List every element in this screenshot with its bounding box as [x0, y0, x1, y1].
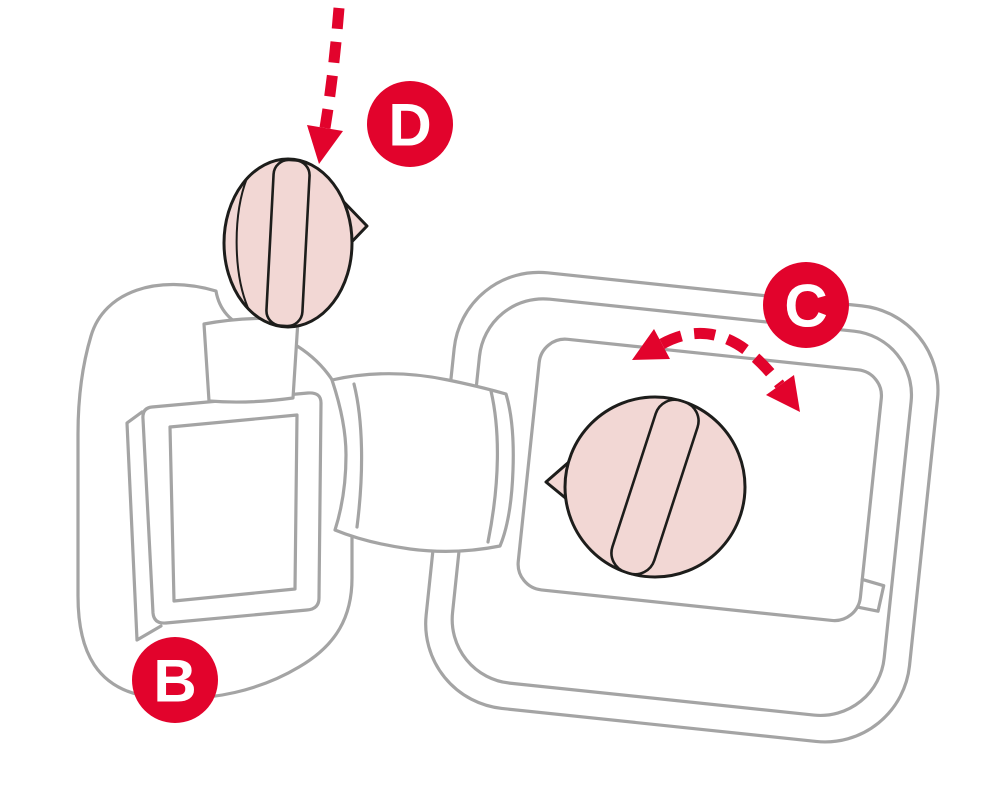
label-badge-c: C: [763, 262, 849, 348]
frame-outer: [141, 391, 323, 625]
strap-outline: [330, 372, 515, 553]
rotate-arrow-head-left: [632, 329, 670, 360]
label-badge-c-letter: C: [784, 273, 827, 340]
top-dial-rim: [235, 177, 249, 309]
rotary-dial-slot: [610, 398, 700, 576]
rotate-arrow-head-right: [766, 375, 800, 412]
rotate-arrow-arc: [659, 327, 785, 389]
label-badge-d: D: [367, 81, 453, 167]
left-bracket: [76, 282, 354, 701]
press-down-arrow: [307, 7, 345, 164]
frame-side-thickness: [125, 410, 163, 642]
top-dial-slot: [265, 158, 311, 328]
housing-notch: [855, 577, 886, 613]
rotate-arrow: [632, 327, 800, 412]
label-badge-d-letter: D: [388, 92, 431, 159]
frame-inner: [168, 413, 299, 603]
rotary-dial: [544, 395, 747, 579]
label-badge-b-circle: [132, 637, 218, 723]
press-down-arrow-head: [307, 125, 343, 164]
mount-tab: [202, 316, 300, 404]
label-badge-b-letter: B: [153, 648, 196, 715]
strap-fold-left: [352, 382, 364, 529]
strap-fold-right: [486, 389, 500, 544]
label-badge-d-circle: [367, 81, 453, 167]
label-badge-b: B: [132, 637, 218, 723]
connecting-strap: [330, 372, 515, 553]
label-badge-c-circle: [763, 262, 849, 348]
press-down-arrow-shaft: [319, 7, 345, 129]
top-dial: [222, 157, 369, 329]
